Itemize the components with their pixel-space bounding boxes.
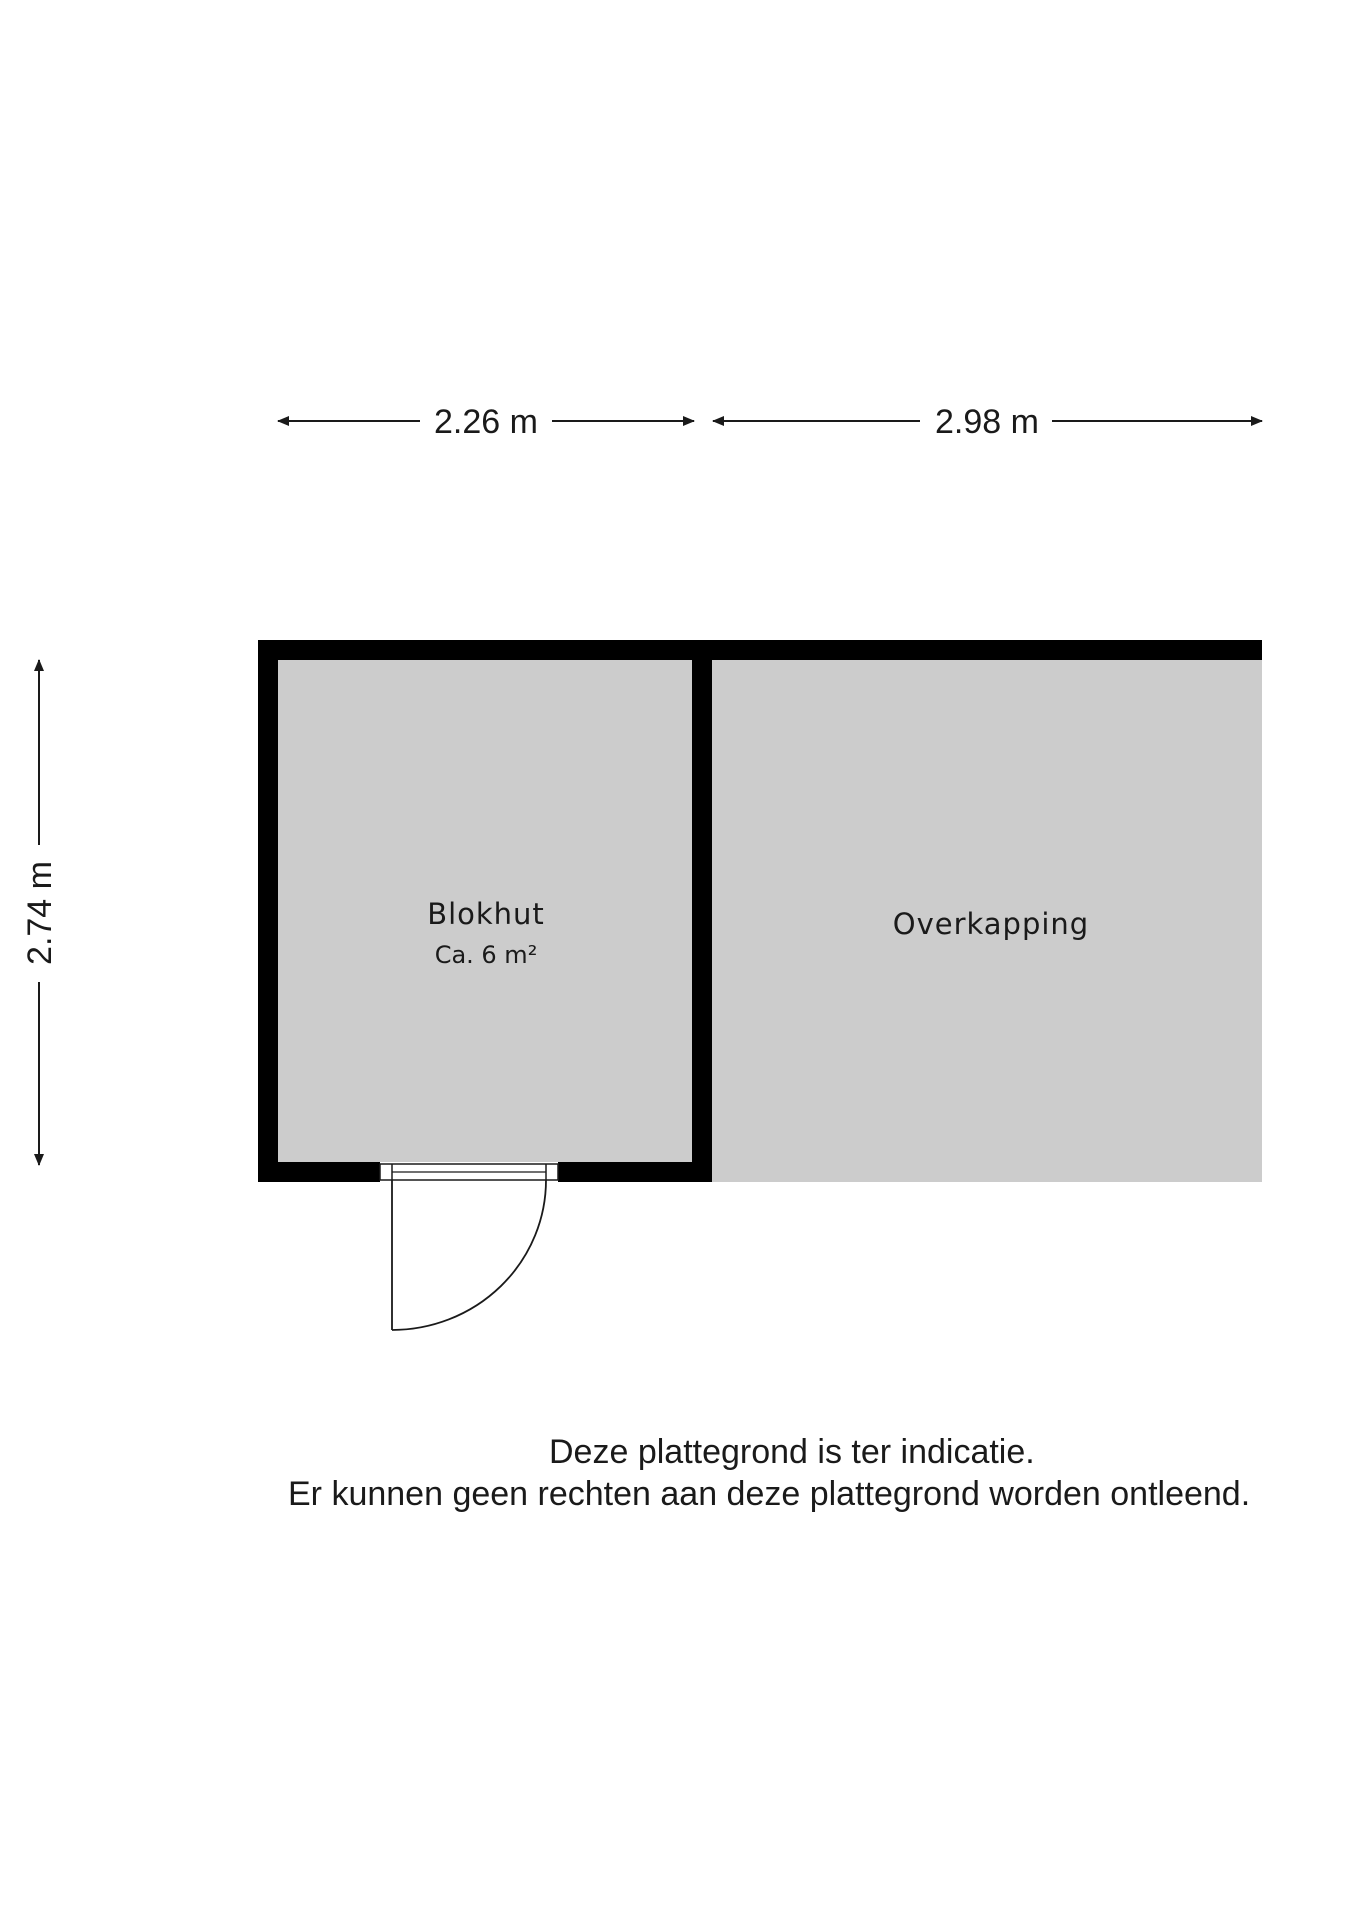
bottom-wall-right — [558, 1162, 712, 1182]
room-name-blokhut: Blokhut — [427, 897, 545, 931]
dimension-blokhut-width: 2.26 m — [277, 403, 695, 441]
bottom-wall-left — [258, 1162, 380, 1182]
overkapping-floor — [710, 660, 1262, 1182]
top-wall — [258, 640, 1262, 660]
middle-wall — [692, 640, 712, 1182]
disclaimer-line-2: Er kunnen geen rechten aan deze plattegr… — [288, 1475, 1251, 1513]
room-name-overkapping: Overkapping — [893, 907, 1089, 941]
disclaimer-line-1: Deze plattegrond is ter indicatie. — [549, 1433, 1035, 1471]
room-area-blokhut: Ca. 6 m² — [435, 941, 538, 969]
door — [379, 1163, 559, 1331]
dimension-overkapping-width: 2.98 m — [712, 403, 1263, 441]
dimension-label-blokhut-width: 2.26 m — [434, 403, 538, 441]
left-wall — [258, 640, 278, 1182]
blokhut-floor — [278, 660, 692, 1162]
dimension-label-overkapping-width: 2.98 m — [935, 403, 1039, 441]
dimension-depth: 2.74 m — [21, 659, 59, 1166]
walls — [258, 640, 1262, 1182]
door-swing-arc — [391, 1179, 547, 1331]
dimension-label-depth: 2.74 m — [21, 861, 59, 965]
